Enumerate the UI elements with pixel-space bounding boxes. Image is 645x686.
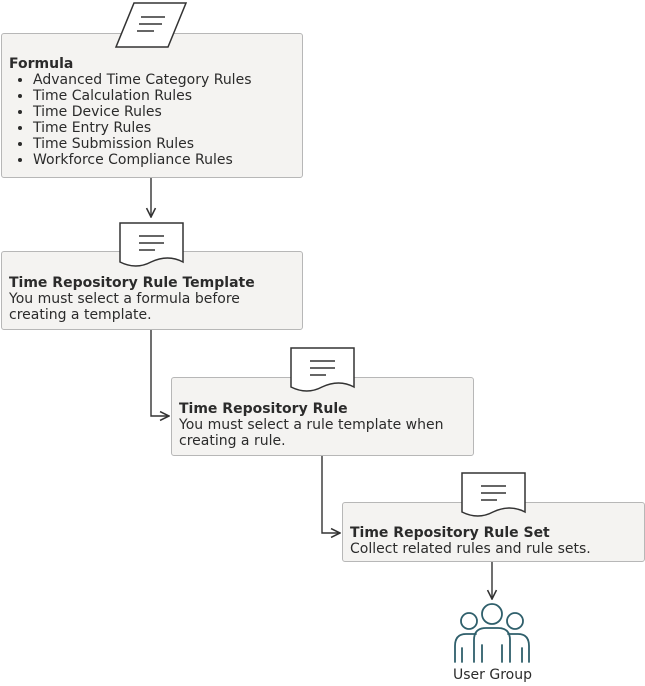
user-group-label: User Group bbox=[453, 667, 532, 683]
parallelogram-document-icon bbox=[114, 2, 188, 48]
formula-title: Formula bbox=[9, 56, 74, 72]
rule-template-box: Time Repository Rule Template You must s… bbox=[1, 251, 303, 330]
rule-desc: You must select a rule template when cre… bbox=[179, 417, 444, 449]
rule-template-title: Time Repository Rule Template bbox=[9, 275, 255, 291]
list-item: Workforce Compliance Rules bbox=[33, 152, 295, 168]
rule-document-icon bbox=[290, 347, 355, 392]
list-item: Time Device Rules bbox=[33, 104, 295, 120]
list-item: Time Calculation Rules bbox=[33, 88, 295, 104]
connector-template-to-rule bbox=[150, 330, 169, 416]
user-group-icon bbox=[454, 603, 530, 663]
formula-list: Advanced Time Category Rules Time Calcul… bbox=[9, 72, 295, 168]
rule-set-document-icon bbox=[461, 472, 526, 517]
list-item: Time Entry Rules bbox=[33, 120, 295, 136]
connector-rule-to-ruleset bbox=[321, 456, 340, 533]
rule-set-title: Time Repository Rule Set bbox=[350, 525, 550, 541]
formula-box: Formula Advanced Time Category Rules Tim… bbox=[1, 33, 303, 178]
list-item: Advanced Time Category Rules bbox=[33, 72, 295, 88]
rule-template-desc: You must select a formula before creatin… bbox=[9, 291, 240, 323]
rule-box: Time Repository Rule You must select a r… bbox=[171, 377, 474, 456]
template-document-icon bbox=[119, 222, 184, 267]
list-item: Time Submission Rules bbox=[33, 136, 295, 152]
rule-title: Time Repository Rule bbox=[179, 401, 348, 417]
rule-set-desc: Collect related rules and rule sets. bbox=[350, 541, 591, 557]
